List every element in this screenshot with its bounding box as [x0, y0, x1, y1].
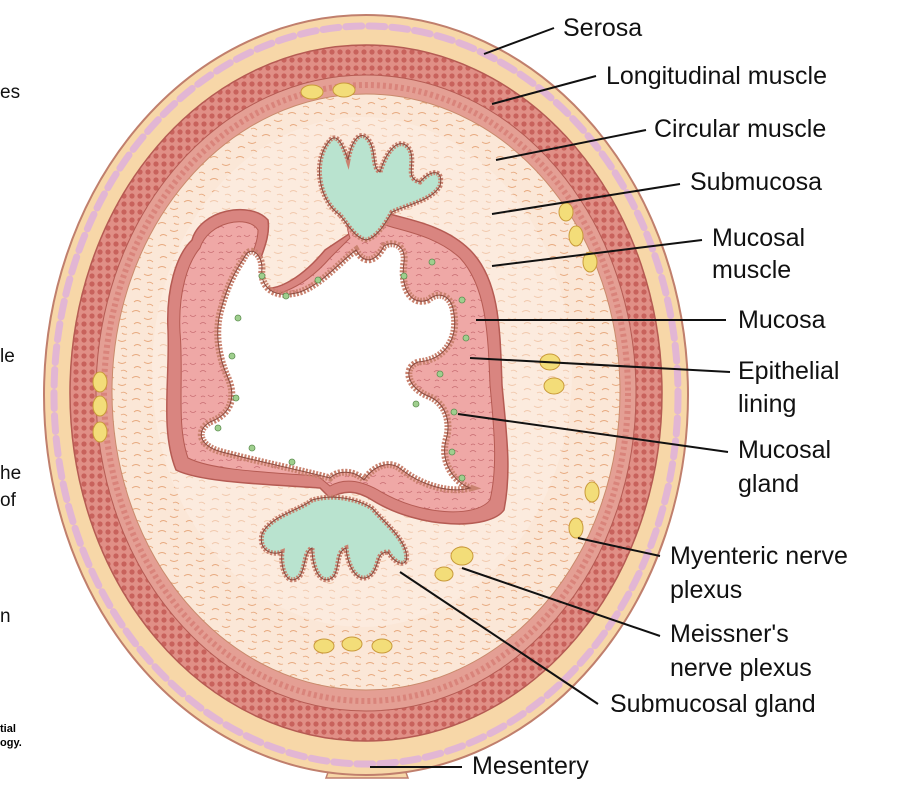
label-longitudinal-muscle: Longitudinal muscle [606, 62, 827, 90]
myenteric-nerve-plexus [92, 82, 600, 654]
label-circular-muscle: Circular muscle [654, 115, 827, 143]
credit-fragment: tial [0, 723, 16, 735]
label-leader-lines [370, 27, 731, 768]
label-epithelial-lining-line1: Epithelial [738, 357, 840, 385]
label-mucosal-muscle-line1: Mucosal [712, 224, 806, 252]
meissners-nerve-plexus [434, 202, 574, 582]
slide-text-fragment: le [0, 346, 15, 367]
label-mucosa: Mucosa [738, 306, 826, 334]
serosa-cells [50, 22, 682, 768]
submucosal-gland-top [316, 133, 444, 243]
label-submucosal-gland: Submucosal gland [610, 690, 816, 718]
credit-fragment: ogy. [0, 737, 22, 749]
label-meissners-line1: Meissner's [670, 620, 789, 648]
label-myenteric-line2: plexus [670, 576, 743, 604]
label-epithelial-lining-line2: lining [738, 390, 797, 418]
slide-text-fragment: es [0, 82, 21, 103]
slide-text-fragment: of [0, 490, 16, 511]
label-serosa: Serosa [563, 14, 643, 42]
label-mucosal-gland-line2: gland [738, 470, 800, 498]
label-mucosal-muscle-line2: muscle [712, 256, 792, 284]
label-submucosa: Submucosa [690, 168, 823, 196]
label-myenteric-line1: Myenteric nerve [670, 542, 848, 570]
label-mucosal-gland-line1: Mucosal [738, 436, 832, 464]
label-mesentery: Mesentery [472, 752, 589, 780]
submucosal-gland-bottom [258, 494, 410, 583]
mucosal-glands [214, 258, 470, 482]
slide-text-fragment: he [0, 463, 22, 484]
label-meissners-line2: nerve plexus [670, 654, 812, 682]
slide-text-fragment: n [0, 606, 11, 627]
